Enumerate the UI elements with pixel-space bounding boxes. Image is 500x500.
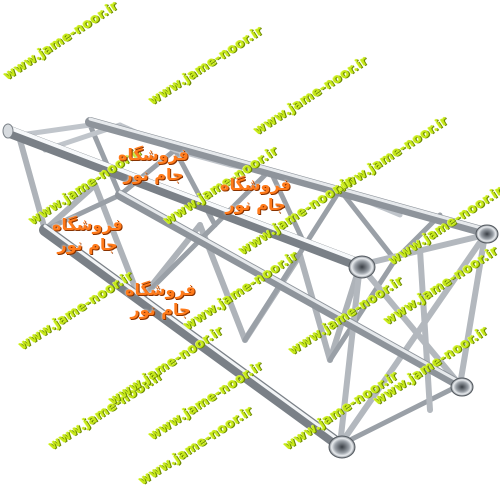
store-name-line2: جام نور <box>57 235 118 254</box>
store-watermark: فروشگاه جام نور <box>220 175 291 215</box>
truss-chords <box>4 117 490 451</box>
store-watermark: فروشگاه جام نور <box>52 215 123 255</box>
store-name-line1: فروشگاه <box>220 175 291 194</box>
store-name-line2: جام نور <box>225 195 286 214</box>
store-name-line1: فروشگاه <box>52 215 123 234</box>
store-name-line1: فروشگاه <box>118 145 189 164</box>
store-watermark: فروشگاه جام نور <box>125 280 196 320</box>
store-name-line1: فروشگاه <box>125 280 196 299</box>
tube-ends <box>2 123 499 459</box>
store-watermark: فروشگاه جام نور <box>118 145 189 185</box>
store-name-line2: جام نور <box>123 165 184 184</box>
store-name-line2: جام نور <box>130 300 191 319</box>
